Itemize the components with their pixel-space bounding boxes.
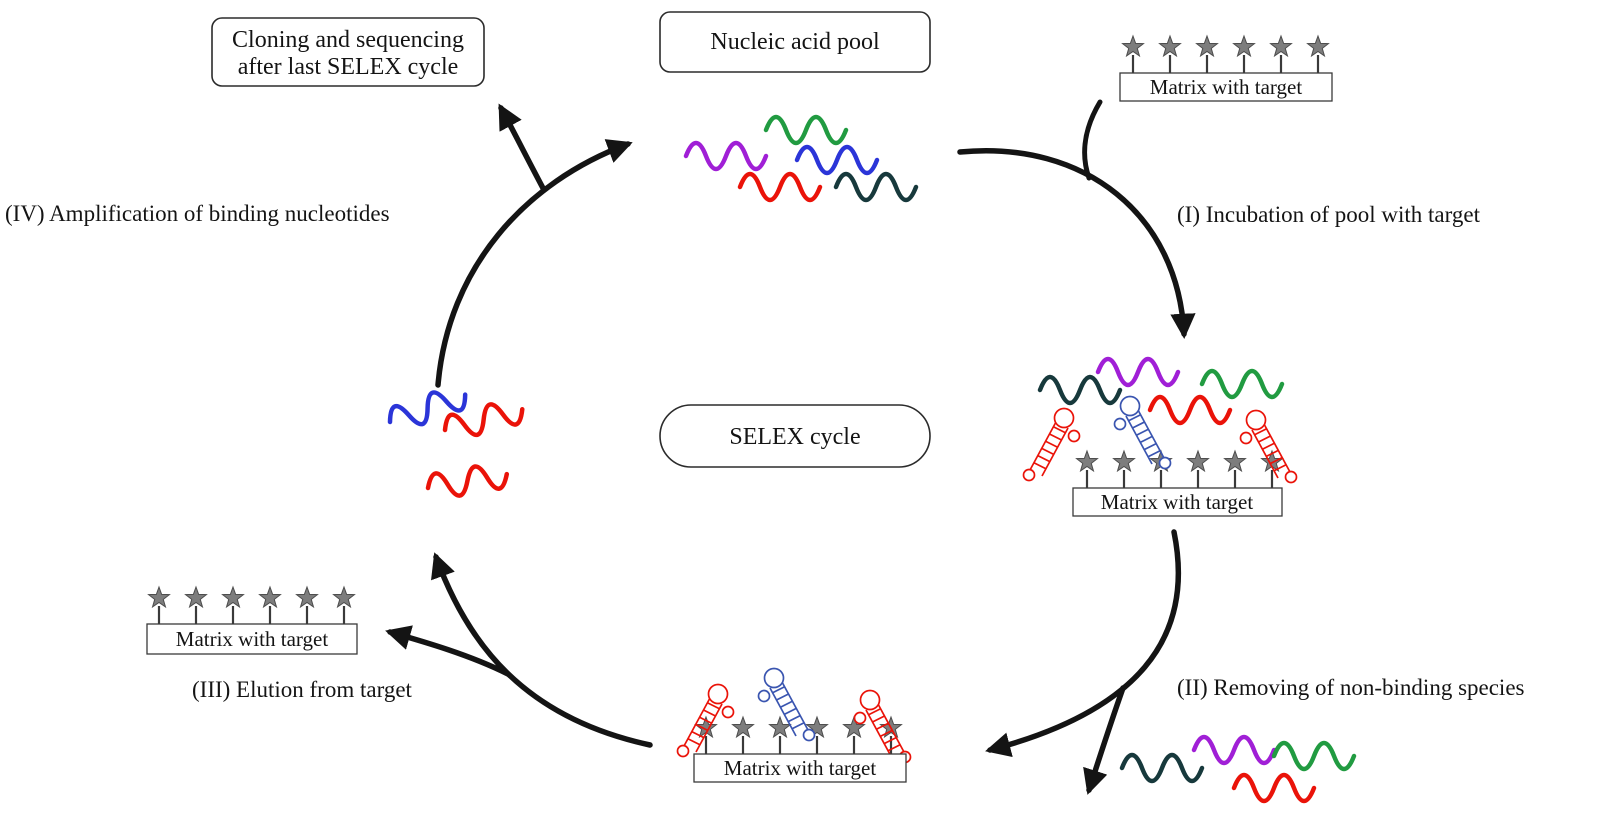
pool-box xyxy=(659,11,931,73)
matrix-label-mid-right: Matrix with target xyxy=(1101,490,1254,514)
cloning-label-line1: Cloning and sequencing xyxy=(232,27,464,53)
removed-strand-green-icon xyxy=(1274,743,1354,769)
arrow-to-cloning xyxy=(498,103,547,193)
step-i-label: (I) Incubation of pool with target xyxy=(1177,202,1481,227)
bound-aptamer-red-icon xyxy=(1239,409,1298,484)
pool-strand-purple-icon xyxy=(686,143,766,169)
eluted-strand-blue-icon xyxy=(386,382,470,434)
step-iii-label: (III) Elution from target xyxy=(192,677,413,702)
removed-strand-purple-icon xyxy=(1194,737,1274,763)
eluted-strands-group xyxy=(386,382,526,500)
removed-strands-group xyxy=(1122,737,1354,801)
bound-aptamer-red-icon xyxy=(1022,407,1081,482)
matrix-box-bottom xyxy=(693,753,907,783)
arrow-step-iv xyxy=(435,139,633,388)
matrix-label-left: Matrix with target xyxy=(176,627,329,651)
arrow-elution-to-matrix xyxy=(385,625,511,677)
pool-label: Nucleic acid pool xyxy=(710,29,880,55)
bound-cluster: Matrix with target xyxy=(676,667,912,783)
cluster-strand-purple-icon xyxy=(1098,359,1178,385)
target-stars-icon xyxy=(1123,36,1329,73)
target-stars-icon xyxy=(149,587,355,624)
arrow-discard-nonbinders xyxy=(1083,685,1126,795)
selex-cycle-node: SELEX cycle xyxy=(659,404,931,468)
bound-aptamer-blue-icon xyxy=(757,667,816,742)
incubation-cluster: Matrix with target xyxy=(1022,359,1298,517)
pool-strand-green-icon xyxy=(766,117,846,143)
pool-strand-red-icon xyxy=(740,174,820,200)
cluster-strand-green-icon xyxy=(1202,371,1282,397)
arrow-step-ii xyxy=(985,529,1181,758)
pool-strand-blue-icon xyxy=(797,147,877,173)
eluted-strand-red-icon xyxy=(426,461,509,500)
selex-cycle-label: SELEX cycle xyxy=(729,424,860,450)
cloning-label-line2: after last SELEX cycle xyxy=(238,54,459,80)
cluster-strand-teal-icon xyxy=(1040,377,1120,403)
matrix-box-left xyxy=(146,623,358,655)
eluted-strand-red-icon xyxy=(442,397,526,443)
matrix-box-top-right xyxy=(1119,72,1333,102)
cloning-box xyxy=(211,17,485,87)
pool-strand-teal-icon xyxy=(836,174,916,200)
bound-aptamer-red-icon xyxy=(853,689,912,764)
matrix-box-mid-right xyxy=(1072,487,1283,517)
cluster-strand-red-icon xyxy=(1150,397,1230,423)
removed-strand-teal-icon xyxy=(1122,755,1202,781)
step-iv-label: (IV) Amplification of binding nucleotide… xyxy=(5,201,390,226)
target-stars-icon xyxy=(1077,451,1283,488)
removed-strand-red-icon xyxy=(1234,775,1314,801)
matrix-label-top-right: Matrix with target xyxy=(1150,75,1303,99)
matrix-merge-line xyxy=(1082,99,1103,181)
target-stars-icon xyxy=(696,717,902,754)
cloning-node: Cloning and sequencing after last SELEX … xyxy=(211,17,485,87)
matrix-label-bottom: Matrix with target xyxy=(724,756,877,780)
arrow-step-i xyxy=(957,148,1196,340)
cycle-arrows xyxy=(385,99,1196,795)
matrix-node-top-right: Matrix with target xyxy=(1119,36,1333,102)
matrix-node-left: Matrix with target xyxy=(146,587,358,655)
selex-cycle-box xyxy=(659,404,931,468)
step-ii-label: (II) Removing of non-binding species xyxy=(1177,675,1525,700)
nucleic-acid-pool-node: Nucleic acid pool xyxy=(659,11,931,200)
arrow-step-iii xyxy=(431,552,653,748)
